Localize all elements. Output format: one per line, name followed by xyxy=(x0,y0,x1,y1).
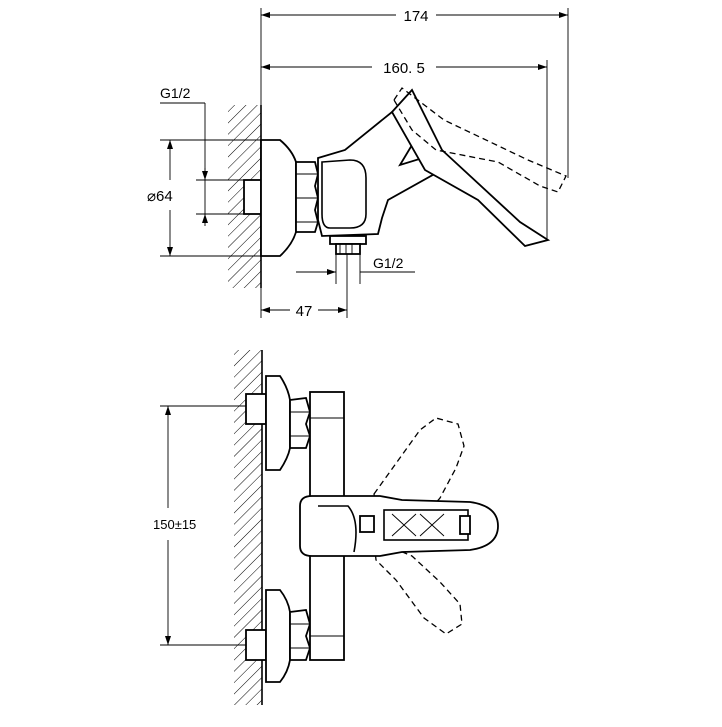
dim-overall-length: 174 xyxy=(403,8,428,25)
dim-center-distance: 150±15 xyxy=(153,517,196,532)
lower-escutcheon xyxy=(265,589,291,683)
dim-escutcheon-diameter: ⌀64 xyxy=(147,188,173,205)
lever-handle-alt xyxy=(393,87,567,193)
dim-wall-offset: 47 xyxy=(296,303,313,320)
escutcheon-flange xyxy=(260,139,297,257)
lever-handle-side xyxy=(390,88,551,247)
side-view: 174 160. 5 G1/2 ⌀64 G1/2 47 xyxy=(147,8,569,320)
dim-spout-length: 160. 5 xyxy=(383,60,425,77)
hex-nut xyxy=(295,161,319,233)
upper-hex-nut xyxy=(289,397,311,449)
upper-escutcheon xyxy=(265,375,291,471)
dim-outlet-thread: G1/2 xyxy=(373,255,404,271)
lower-hex-nut xyxy=(289,609,311,661)
handle-rotation-down xyxy=(373,538,463,635)
dim-inlet-thread: G1/2 xyxy=(160,85,191,101)
lever-handle-front xyxy=(299,495,499,557)
body-cap xyxy=(321,159,367,229)
outlet-connector xyxy=(329,235,367,245)
front-view: 150±15 xyxy=(153,350,499,705)
inlet-pipe xyxy=(243,179,262,215)
